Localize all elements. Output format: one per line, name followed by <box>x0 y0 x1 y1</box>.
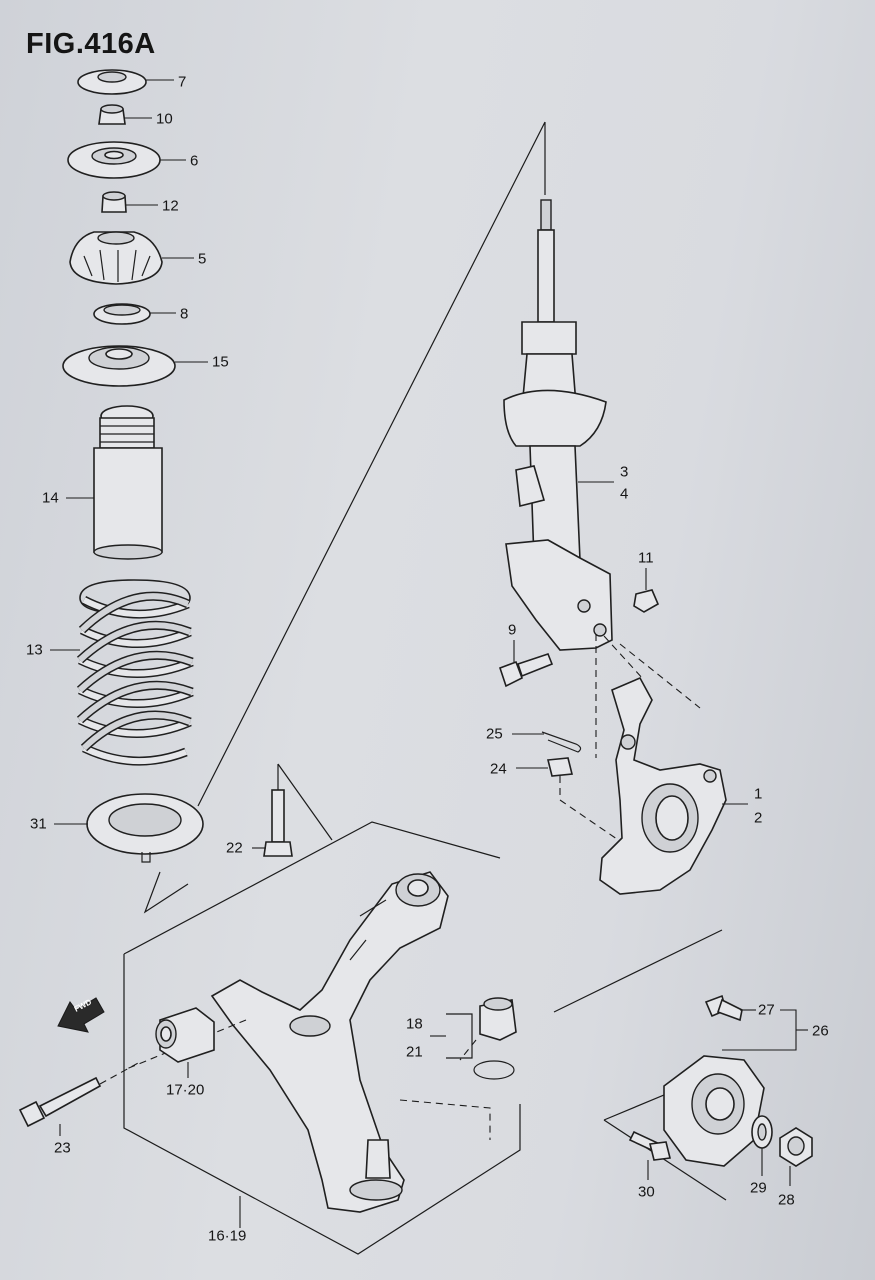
callout-7: 7 <box>178 73 187 91</box>
part-31-lower-insulator <box>86 793 204 863</box>
callout-26: 26 <box>812 1022 829 1040</box>
callout-27: 27 <box>758 1001 775 1019</box>
leader-lines <box>50 79 808 1186</box>
part-18-21-boot-and-clip <box>446 997 517 1080</box>
part-13-coil-spring <box>76 579 194 766</box>
part-30-bolt <box>628 1130 671 1161</box>
part-10-nut <box>98 104 126 125</box>
callout-15: 15 <box>212 353 229 371</box>
part-22-bolt <box>263 764 293 857</box>
part-15-spring-seat <box>62 345 176 387</box>
callout-6: 6 <box>190 152 199 170</box>
callout-5: 5 <box>198 250 207 268</box>
part-3-4-strut <box>503 199 613 651</box>
part-17-20-bushing <box>155 1007 215 1063</box>
callout-11: 11 <box>638 549 654 567</box>
callout-18: 18 <box>406 1015 423 1033</box>
part-23-bolt <box>18 1076 102 1128</box>
callout-29: 29 <box>750 1179 767 1197</box>
part-28-hub-nut <box>779 1127 813 1167</box>
callout-30: 30 <box>638 1183 655 1201</box>
callout-10: 10 <box>156 110 173 128</box>
part-11-nut <box>633 568 660 613</box>
callout-8: 8 <box>180 305 189 323</box>
part-25-cotter-pin <box>541 731 582 753</box>
callout-24: 24 <box>490 760 507 778</box>
callout-16-19: 16·19 <box>208 1227 247 1245</box>
callout-17-20: 17·20 <box>166 1081 205 1099</box>
part-9-bolt <box>498 640 554 688</box>
callout-12: 12 <box>162 197 179 215</box>
callout-23: 23 <box>54 1139 71 1157</box>
callout-22: 22 <box>226 839 243 857</box>
callout-28: 28 <box>778 1191 795 1209</box>
part-8-bearing <box>93 303 151 325</box>
part-16-19-lower-control-arm <box>210 871 449 1213</box>
figure-title: FIG.416A <box>26 28 156 60</box>
part-1-2-steering-knuckle <box>599 676 727 895</box>
part-5-strut-mount <box>69 231 163 285</box>
callout-3: 3 <box>620 463 629 481</box>
part-27-hub-bolt <box>704 994 743 1022</box>
callout-2: 2 <box>754 809 763 827</box>
callout-25: 25 <box>486 725 503 743</box>
part-14-dust-boot <box>93 405 163 560</box>
callout-21: 21 <box>406 1043 423 1061</box>
part-24-castle-nut <box>546 757 631 849</box>
part-7-dust-cap <box>77 69 147 95</box>
fwd-arrow-icon <box>57 997 105 1033</box>
part-12-collar <box>101 191 127 213</box>
callout-31: 31 <box>30 815 47 833</box>
part-29-washer <box>751 1115 773 1149</box>
callout-9: 9 <box>508 621 517 639</box>
part-6-mount-plate <box>67 141 161 179</box>
callout-13: 13 <box>26 641 43 659</box>
callout-1: 1 <box>754 785 763 803</box>
callout-4: 4 <box>620 485 629 503</box>
part-26-wheel-hub <box>663 1055 765 1167</box>
callout-14: 14 <box>42 489 59 507</box>
